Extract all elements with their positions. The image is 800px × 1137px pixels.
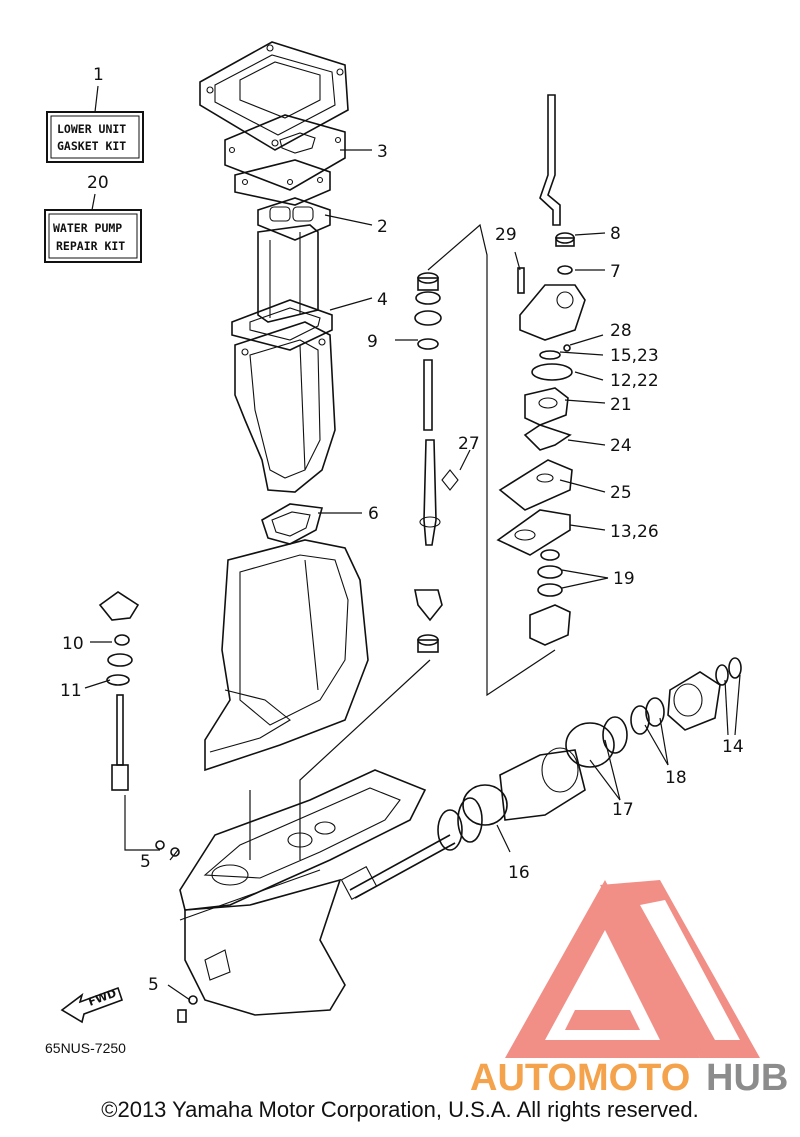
callout-16: 16 — [508, 863, 530, 883]
callout-11: 11 — [60, 681, 82, 701]
lower-casing — [204, 539, 369, 772]
callout-18: 18 — [665, 768, 687, 788]
diagram-code: 65NUS-7250 — [45, 1040, 126, 1056]
callout-9: 9 — [367, 332, 378, 352]
copyright-notice: ©2013 Yamaha Motor Corporation, U.S.A. A… — [101, 1097, 699, 1122]
kit-number-1: 1 — [93, 65, 104, 85]
fwd-arrow-icon: FWD — [60, 987, 124, 1024]
callout-8: 8 — [610, 224, 621, 244]
watermark-text: AUTOMOTO HUB — [470, 1057, 788, 1099]
upper-casing — [234, 321, 336, 493]
kit-label-line2: REPAIR KIT — [56, 239, 125, 253]
callout-15-23: 15,23 — [610, 346, 659, 366]
top-plate — [199, 41, 349, 151]
kit-label-line2: GASKET KIT — [57, 139, 126, 153]
callout-7: 7 — [610, 262, 621, 282]
callout-24: 24 — [610, 436, 632, 456]
callout-6: 6 — [368, 504, 379, 524]
bolt-5-lower — [177, 995, 198, 1023]
gasket-2 — [257, 197, 331, 241]
callout-14: 14 — [722, 737, 744, 757]
callout-29: 29 — [495, 225, 517, 245]
callout-5-lower: 5 — [148, 975, 159, 995]
kit-label-line1: WATER PUMP — [53, 221, 122, 235]
callout-25: 25 — [610, 483, 632, 503]
watermark-part2: HUB — [706, 1057, 788, 1099]
callout-4: 4 — [377, 290, 388, 310]
gasket-4 — [231, 299, 333, 351]
lower-unit-kit-box: 1 LOWER UNIT GASKET KIT — [46, 65, 144, 163]
callout-19: 19 — [613, 569, 635, 589]
callout-10: 10 — [62, 634, 84, 654]
kit-number-20: 20 — [87, 173, 109, 193]
callout-2: 2 — [377, 217, 388, 237]
propeller-shaft — [340, 834, 456, 901]
water-pump-kit-box: 20 WATER PUMP REPAIR KIT — [44, 173, 142, 263]
gasket-6 — [261, 503, 324, 545]
bolt-5-upper — [155, 840, 180, 857]
kit-label-line1: LOWER UNIT — [57, 122, 126, 136]
propeller-shaft-housing — [437, 657, 742, 851]
watermark-logo — [505, 880, 760, 1058]
plate — [234, 159, 331, 206]
drive-shaft — [414, 272, 459, 653]
gasket-3 — [224, 114, 346, 191]
callout-27: 27 — [458, 434, 480, 454]
callout-3: 3 — [377, 142, 388, 162]
callout-17: 17 — [612, 800, 634, 820]
callout-12-22: 12,22 — [610, 371, 659, 391]
watermark-part1: AUTOMOTO — [470, 1057, 690, 1099]
callout-28: 28 — [610, 321, 632, 341]
fwd-label: FWD — [87, 987, 118, 1009]
callout-labels: 3 2 4 6 29 8 7 9 28 15,23 12,22 21 27 24… — [60, 142, 744, 995]
callout-5-upper: 5 — [140, 852, 151, 872]
callout-13-26: 13,26 — [610, 522, 659, 542]
gear-case — [179, 769, 427, 1016]
leader-lines — [84, 149, 741, 1001]
water-pump-stack — [496, 94, 586, 646]
callout-21: 21 — [610, 395, 632, 415]
shift-rod — [98, 591, 140, 791]
